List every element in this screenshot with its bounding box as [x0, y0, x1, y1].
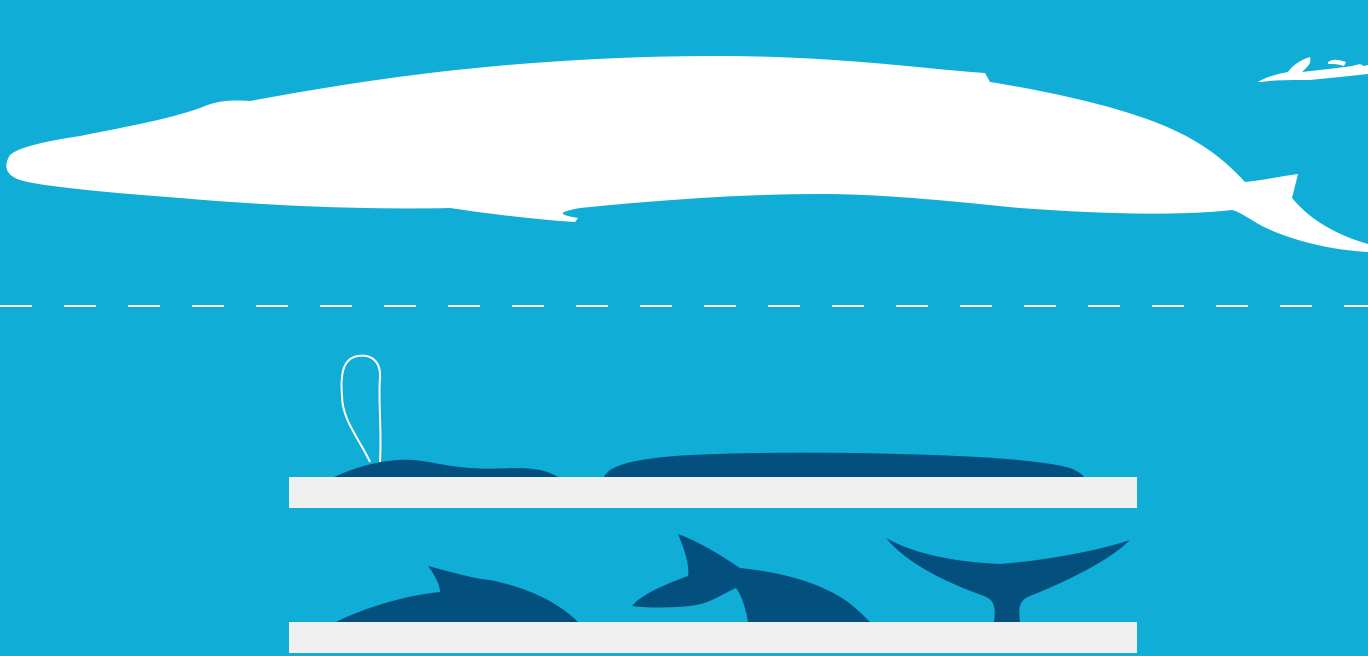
swimmer-icon: [1258, 57, 1368, 82]
shelf-upper: [289, 477, 1137, 508]
shelf-lower: [289, 622, 1137, 653]
blue-whale-icon: [6, 56, 1368, 252]
whale-flipper-icon: [632, 534, 870, 622]
whale-spout-icon: [342, 356, 381, 462]
dorsal-fin-icon: [336, 566, 578, 622]
whale-back-icon: [334, 453, 1084, 477]
whale-tail-fluke-icon: [886, 538, 1130, 622]
